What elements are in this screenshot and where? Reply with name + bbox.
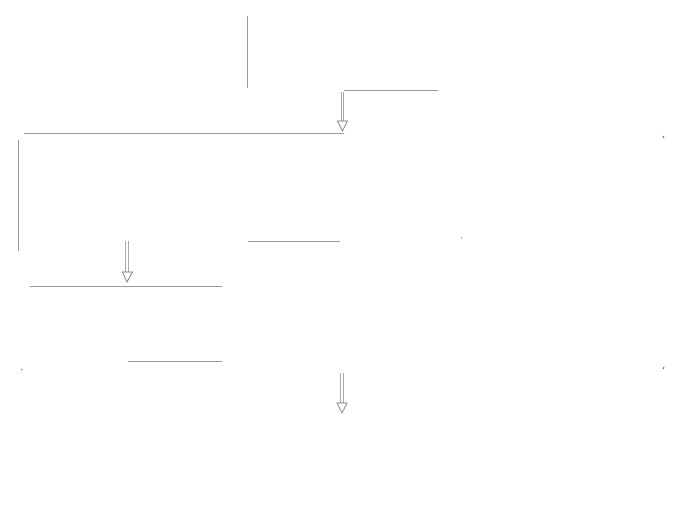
right-corner-tick [662, 366, 665, 370]
left-corner-tick [20, 368, 23, 371]
down-arrow-icon [121, 241, 134, 283]
down-arrow-icon [336, 92, 349, 132]
right-corner-tick [662, 135, 665, 139]
down-arrow-icon [336, 373, 348, 414]
